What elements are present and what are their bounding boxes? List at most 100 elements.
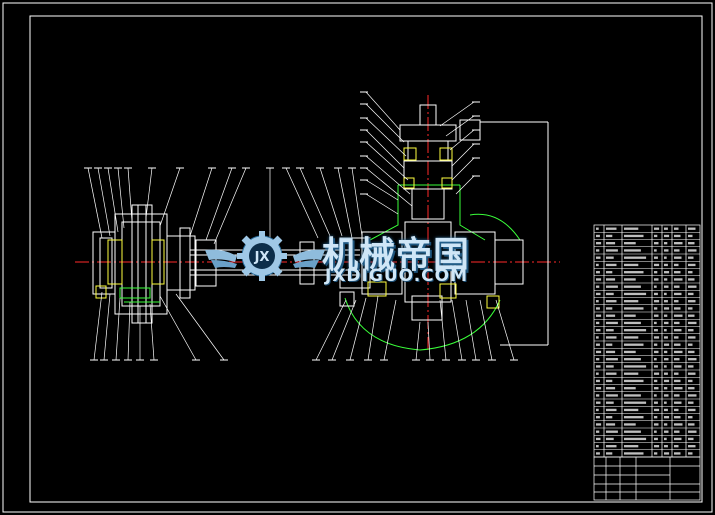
parts-list-cell-mark — [664, 307, 670, 310]
parts-list-cell-mark — [596, 242, 602, 245]
parts-list-cell-mark — [624, 452, 644, 455]
parts-list-cell-mark — [606, 430, 618, 433]
parts-list-cell-mark — [606, 292, 614, 296]
parts-list-cell-mark — [596, 249, 600, 252]
parts-list-cell-mark — [654, 307, 658, 310]
parts-list-cell-mark — [596, 314, 602, 317]
parts-list-cell-mark — [664, 437, 667, 441]
parts-list-cell-mark — [674, 437, 682, 441]
parts-list-cell-mark — [654, 437, 658, 441]
parts-list-cell-mark — [664, 365, 667, 368]
parts-list-cell-mark — [624, 350, 636, 354]
parts-list-cell-mark — [624, 365, 647, 368]
parts-list-cell-mark — [688, 271, 693, 274]
parts-list-cell-mark — [688, 314, 695, 317]
parts-list-cell-mark — [596, 437, 601, 441]
parts-list-cell-mark — [688, 387, 695, 390]
parts-list-cell-mark — [674, 234, 681, 238]
parts-list-cell-mark — [596, 423, 602, 426]
parts-list-cell-mark — [606, 379, 613, 383]
parts-list-cell-mark — [654, 416, 658, 419]
parts-list-cell-mark — [606, 336, 617, 339]
parts-list-cell-mark — [606, 452, 613, 455]
parts-list-cell-mark — [624, 249, 641, 252]
parts-list-cell-mark — [654, 249, 657, 252]
parts-list-cell-mark — [624, 300, 639, 303]
parts-list-cell-mark — [664, 423, 668, 426]
parts-list-cell-mark — [606, 358, 618, 361]
parts-list-cell-mark — [664, 271, 670, 274]
parts-list-cell-mark — [674, 452, 681, 455]
parts-list-cell-mark — [664, 408, 668, 412]
parts-list-cell-mark — [596, 263, 599, 267]
parts-list-cell-mark — [688, 437, 694, 441]
parts-list-cell-mark — [688, 365, 694, 368]
parts-list-cell-mark — [654, 314, 659, 317]
parts-list-cell-mark — [674, 249, 680, 252]
parts-list-cell-mark — [624, 437, 647, 441]
parts-list-cell-mark — [688, 423, 695, 426]
dimension-bracket — [480, 121, 549, 346]
parts-list-cell-mark — [664, 379, 670, 383]
logo-mark-text: JX — [254, 250, 270, 265]
parts-list-cell-mark — [624, 314, 636, 317]
parts-list-cell-mark — [624, 227, 639, 230]
parts-list-cell-mark — [654, 263, 660, 267]
parts-list-cell-mark — [624, 336, 639, 339]
differential-housing — [344, 184, 521, 351]
parts-list-cell-mark — [688, 394, 697, 397]
parts-list-cell-mark — [688, 307, 693, 310]
parts-list-cell-mark — [688, 292, 694, 296]
parts-list-cell-mark — [596, 336, 599, 339]
parts-list-cell-mark — [654, 387, 659, 390]
parts-list-cell-mark — [674, 343, 681, 346]
parts-list-cell-mark — [606, 343, 613, 346]
gear-logo-icon: JX — [237, 231, 287, 281]
parts-list-cell-mark — [654, 350, 659, 354]
parts-list-cell-mark — [606, 437, 614, 441]
parts-list-cell-mark — [606, 278, 616, 281]
parts-list-cell-mark — [624, 278, 636, 281]
parts-list-cell-mark — [674, 242, 683, 245]
parts-list-cell-mark — [688, 416, 693, 419]
parts-list-cell-mark — [674, 336, 679, 339]
left-hub-highlight — [95, 239, 165, 299]
parts-list-cell-mark — [674, 227, 679, 230]
parts-list-cell-mark — [664, 263, 668, 267]
parts-list-cell-mark — [664, 300, 668, 303]
parts-list-cell-mark — [688, 242, 695, 245]
parts-list-cell-mark — [674, 278, 683, 281]
parts-list-cell-mark — [664, 329, 667, 332]
parts-list-cell-mark — [674, 387, 683, 390]
parts-list-cell-mark — [654, 401, 658, 404]
parts-list-cell-mark — [654, 300, 660, 303]
parts-list-cell-mark — [596, 358, 600, 361]
parts-list-cell-mark — [606, 365, 614, 368]
parts-list-cell-mark — [654, 278, 659, 281]
left-hub-assembly — [92, 204, 196, 324]
parts-list-cell-mark — [674, 379, 681, 383]
parts-list-cell-mark — [688, 343, 693, 346]
parts-list-cell-mark — [624, 329, 647, 332]
parts-list-cell-mark — [596, 227, 599, 230]
parts-list-rows — [594, 232, 700, 450]
parts-list-cell-mark — [596, 452, 600, 455]
parts-list-cell-mark — [606, 445, 617, 448]
parts-list-cell-mark — [674, 314, 683, 317]
parts-list-cell-marks — [596, 227, 697, 455]
parts-list-cell-mark — [596, 271, 600, 274]
leader-lines-tower — [365, 91, 475, 215]
parts-list-cell-mark — [664, 227, 668, 230]
parts-list-cell-mark — [624, 263, 639, 267]
parts-list-cell-mark — [596, 234, 600, 238]
parts-list-cell-mark — [654, 430, 657, 433]
parts-list-cell-mark — [664, 430, 669, 433]
parts-list-cell-mark — [688, 350, 695, 354]
wings-logo-icon — [205, 249, 325, 268]
parts-list-cell-mark — [674, 430, 680, 433]
parts-list-cell-mark — [674, 416, 681, 419]
parts-list-cell-mark — [606, 307, 613, 310]
parts-list-cell-mark — [688, 263, 696, 267]
parts-list-cell-mark — [688, 256, 694, 259]
parts-list-cell-mark — [606, 300, 617, 303]
